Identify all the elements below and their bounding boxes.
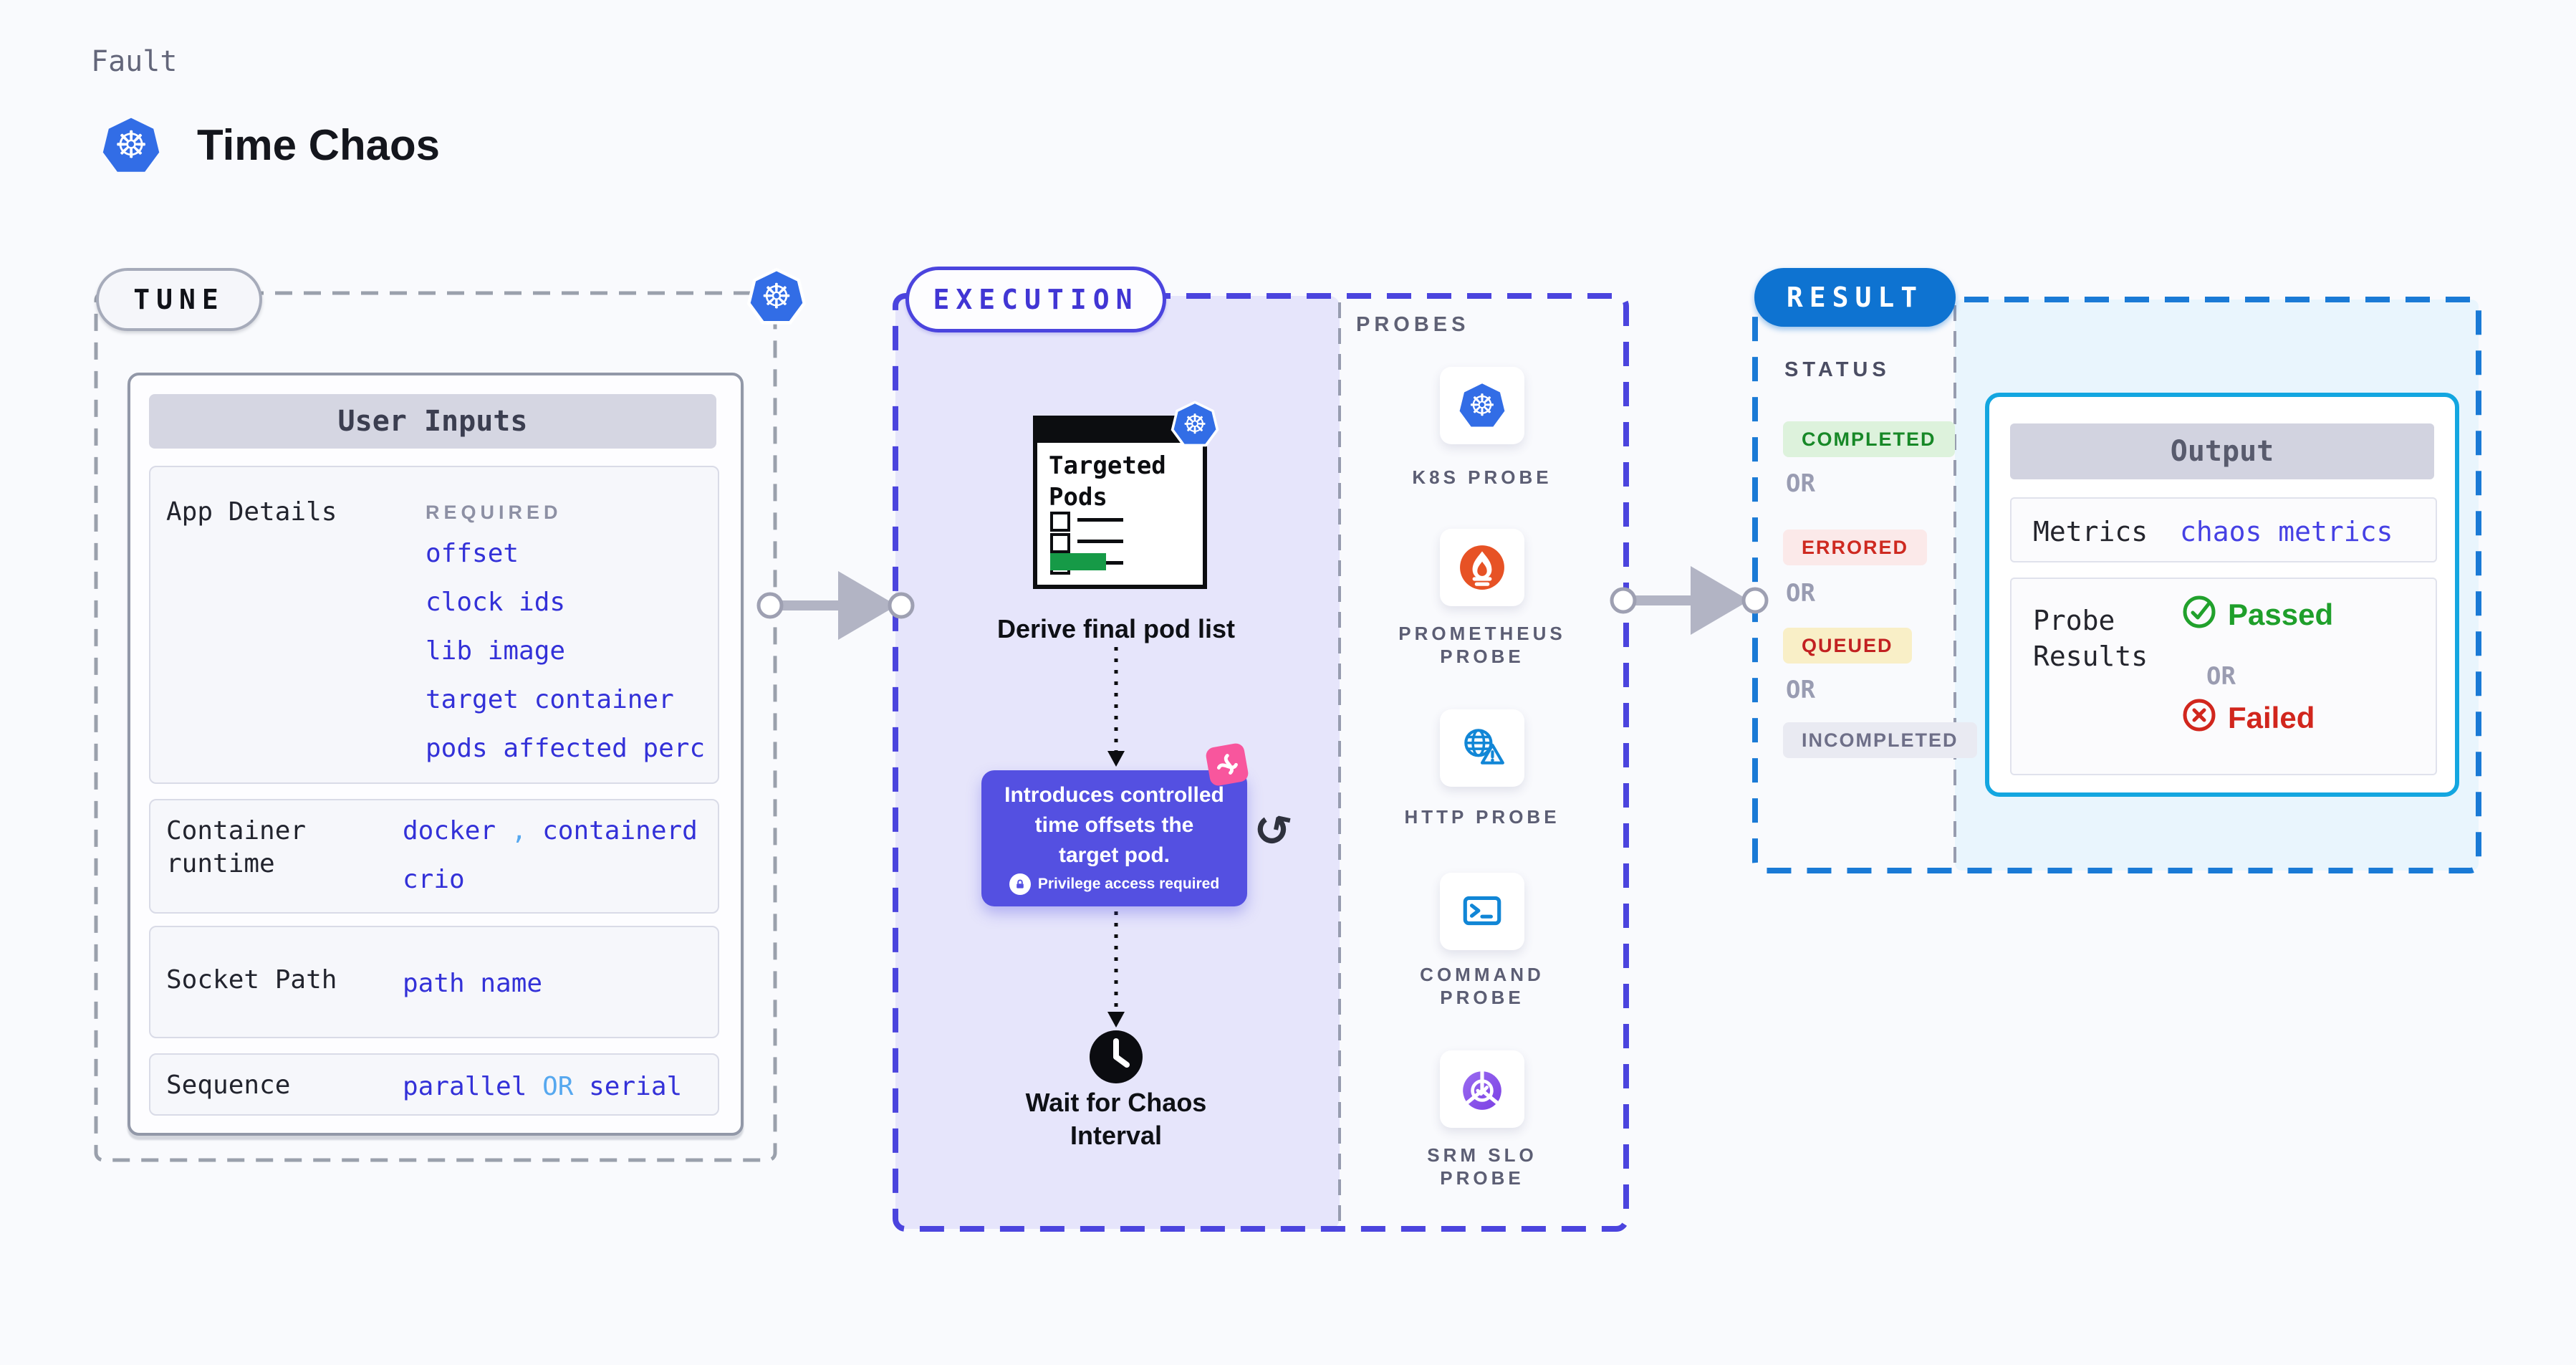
container-runtime-card: Container runtime docker , containerd cr… [149,799,719,914]
user-inputs-header: User Inputs [149,394,716,449]
tune-badge: TUNE [96,268,262,331]
container-runtime-label-1: Container [166,816,307,846]
sequence-value: parallel OR serial [403,1072,683,1101]
prometheus-probe-card [1440,529,1524,606]
wait-chaos-label: Wait for Chaos Interval [1025,1088,1207,1150]
clock-icon [1089,1030,1143,1087]
k8s-probe-card: ☸ [1440,367,1524,444]
pod-checkbox-row [1037,512,1194,532]
app-value-lib-image: lib image [426,636,566,666]
user-inputs-title: User Inputs [337,405,528,438]
execution-badge: EXECUTION [905,267,1166,332]
output-title: Output [2170,435,2274,468]
sequence-label: Sequence [166,1071,291,1100]
result-badge-label: RESULT [1786,282,1924,313]
k8s-probe-label: K8S PROBE [1412,466,1552,488]
command-probe-card [1440,873,1524,950]
tune-dashed-box [94,291,777,1162]
chaos-tooltip: Introduces controlled time offsets the t… [981,770,1247,906]
app-details-card: App Details REQUIRED offset clock ids li… [149,466,719,784]
lock-icon [1009,873,1031,895]
socket-path-card: Socket Path path name [149,926,719,1038]
fault-eyebrow: Fault [91,45,178,78]
targeted-pods-title-1: Targeted [1049,451,1166,480]
status-or-2: OR [1786,579,1815,608]
failed-label: Failed [2228,701,2315,734]
srm-slo-probe-icon [1463,1071,1501,1110]
dotted-arrow-tooltip-to-wait [1107,911,1125,1028]
container-runtime-value-1: docker , containerd [403,816,698,846]
kubernetes-wheel-glyph: ☸ [114,124,148,167]
k8s-probe-icon: ☸ [1459,383,1505,427]
status-badge-incompleted: INCOMPLETED [1783,722,1977,758]
clipboard-progress-bar [1050,553,1106,570]
page-title: Time Chaos [197,121,440,169]
metrics-value: chaos metrics [2180,516,2393,547]
app-value-pods-affected-perc: pods affected perc [426,734,706,763]
chaos-pinwheel-icon [1204,742,1250,787]
result-badge: RESULT [1754,268,1956,327]
probe-results-label-2: Results [2033,641,2148,672]
status-title: STATUS [1784,358,1890,381]
metrics-label: Metrics [2033,516,2148,547]
http-probe-card [1440,709,1524,787]
tune-badge-label: TUNE [133,284,225,315]
execution-dashed-box [893,293,1629,1232]
status-badge-queued: QUEUED [1783,628,1912,664]
probe-or: OR [2206,662,2236,691]
passed-check-icon [2183,595,2216,628]
clipboard-top-bar [1037,420,1194,443]
output-panel: Output Metrics chaos metrics Probe Resul… [1985,393,2459,797]
targeted-pods-title-2: Pods [1049,483,1107,512]
tooltip-line-2: time offsets the [1034,813,1194,837]
arrow-execution-to-result [1610,566,1769,635]
container-runtime-value-2: crio [403,865,465,894]
failed-x-icon [2183,699,2216,732]
sequence-card: Sequence parallel OR serial [149,1053,719,1116]
socket-path-label: Socket Path [166,965,337,995]
derive-pod-list-label: Derive final pod list [996,614,1236,643]
execution-badge-label: EXECUTION [933,284,1139,315]
status-or-1: OR [1786,469,1815,498]
status-badge-completed: COMPLETED [1783,421,1955,457]
dotted-arrow-derive-to-tooltip [1107,647,1125,767]
privilege-note: Privilege access required [1037,876,1220,892]
arrow-tune-to-execution [756,571,915,640]
srm-slo-probe-card [1440,1050,1524,1128]
metrics-row: Metrics chaos metrics [2010,497,2437,562]
pod-checkbox-row [1037,533,1194,553]
status-or-3: OR [1786,676,1815,704]
probe-results-row: Probe Results Passed OR Failed [2010,578,2437,775]
status-badge-errored: ERRORED [1783,530,1928,565]
output-header: Output [2010,423,2434,479]
required-tag: REQUIRED [426,502,562,523]
targeted-pods-clipboard: Targeted Pods [1033,416,1207,589]
app-value-clock-ids: clock ids [426,588,566,617]
command-probe-icon [1463,896,1501,926]
http-probe-icon [1464,729,1504,765]
passed-label: Passed [2228,598,2334,631]
prometheus-icon [1460,545,1504,590]
probes-title: PROBES [1356,313,1470,336]
app-value-offset: offset [426,539,519,568]
probe-results-label-1: Probe [2033,605,2115,636]
http-probe-label: HTTP PROBE [1404,806,1560,828]
container-runtime-label-2: runtime [166,849,275,878]
app-value-target-container: target container [426,685,674,714]
tooltip-line-3: target pod. [1059,843,1170,867]
app-details-label: App Details [166,497,337,527]
tooltip-line-1: Introduces controlled [1004,783,1224,807]
socket-path-value: path name [403,969,543,998]
